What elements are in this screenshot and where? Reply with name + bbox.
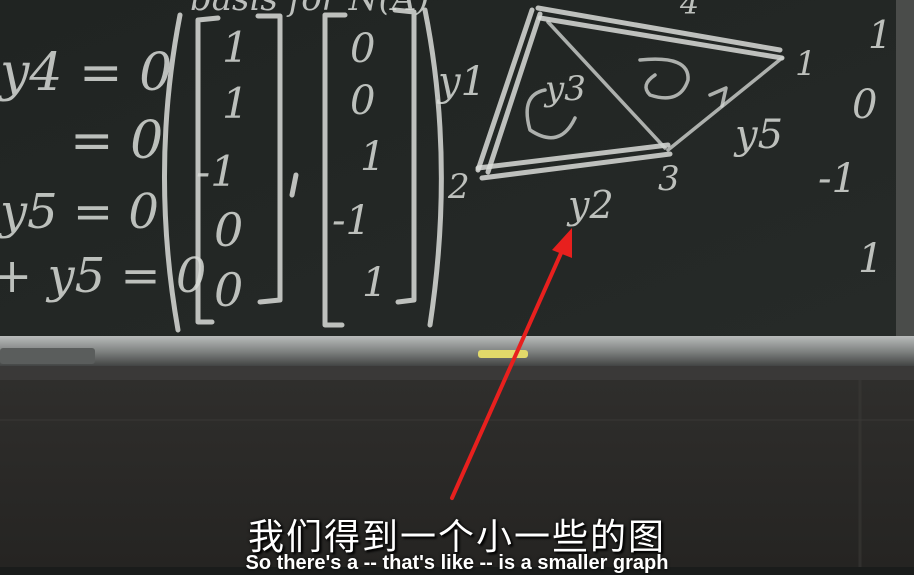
right-entry-4: 1	[858, 236, 883, 282]
equation-2: = 0	[70, 111, 163, 171]
subtitle-english: So there's a -- that's like -- is a smal…	[245, 552, 669, 574]
right-entry-3: -1	[818, 156, 857, 202]
vector2-entry-1: 0	[350, 26, 375, 72]
vector1-entry-5: 0	[214, 263, 243, 317]
graph-edge-diagonal	[546, 20, 667, 150]
vector2-entry-5: 1	[362, 260, 387, 306]
vector2-entry-2: 0	[350, 78, 375, 124]
vector2-bracket-left	[322, 12, 348, 328]
graph-edge-right	[666, 56, 784, 152]
vector2-entry-4: -1	[332, 198, 371, 244]
vector1-bracket-right	[255, 13, 283, 305]
node-label-3: 3	[658, 159, 680, 199]
vector1-bracket-left	[195, 15, 221, 325]
outer-paren-left	[162, 12, 183, 333]
graph-edge-bottom-2	[479, 151, 673, 181]
chalk-stick	[478, 350, 528, 358]
graph-edge-left-2	[485, 11, 543, 175]
right-entry-1: 1	[868, 13, 892, 57]
node-label-4: 4	[679, 0, 699, 22]
graph-loop-right	[638, 57, 690, 100]
outer-paren-right	[422, 7, 444, 328]
subtitle-chinese: 我们得到一个小一些的图	[247, 517, 666, 558]
board-frame-right	[896, 0, 914, 338]
edge-label-y1: y1	[436, 59, 486, 105]
comma	[289, 172, 299, 198]
edge-label-y2: y2	[566, 183, 614, 227]
header-text: basis for N(A)	[190, 0, 430, 19]
right-entry-2: 0	[852, 82, 877, 128]
graph-drawing: 1 2 3 4 y1 y2 y3 y5	[436, 0, 817, 227]
equation-1: y4 = 0	[0, 43, 172, 103]
graph-arrow-right	[708, 86, 728, 108]
vector2-bracket-right	[392, 7, 417, 305]
edge-label-y5: y5	[733, 112, 783, 158]
graph-edge-bottom	[475, 142, 671, 171]
graph-edge-top-2	[537, 15, 785, 61]
equation-4: + y5 = 0	[0, 248, 206, 304]
vector1-entry-4: 0	[214, 203, 243, 257]
chalkboard	[0, 0, 896, 338]
wall	[0, 380, 914, 567]
vector1-entry-3: -1	[196, 147, 237, 196]
vector1-entry-1: 1	[222, 23, 249, 72]
eraser	[0, 348, 95, 364]
node-label-1: 1	[795, 44, 817, 84]
chalk-tray	[0, 336, 914, 368]
edge-label-y3: y3	[543, 69, 586, 109]
graph-edge-left	[475, 7, 535, 173]
node-label-2: 2	[447, 167, 470, 207]
vector1-entry-2: 1	[222, 79, 249, 128]
graph-loop-left	[525, 88, 577, 140]
chalk-tray-edge	[0, 366, 914, 380]
red-arrow-annotation	[450, 228, 572, 500]
equation-3: y5 = 0	[0, 184, 159, 240]
graph-edge-top	[535, 5, 783, 53]
vector2-entry-3: 1	[360, 134, 385, 180]
